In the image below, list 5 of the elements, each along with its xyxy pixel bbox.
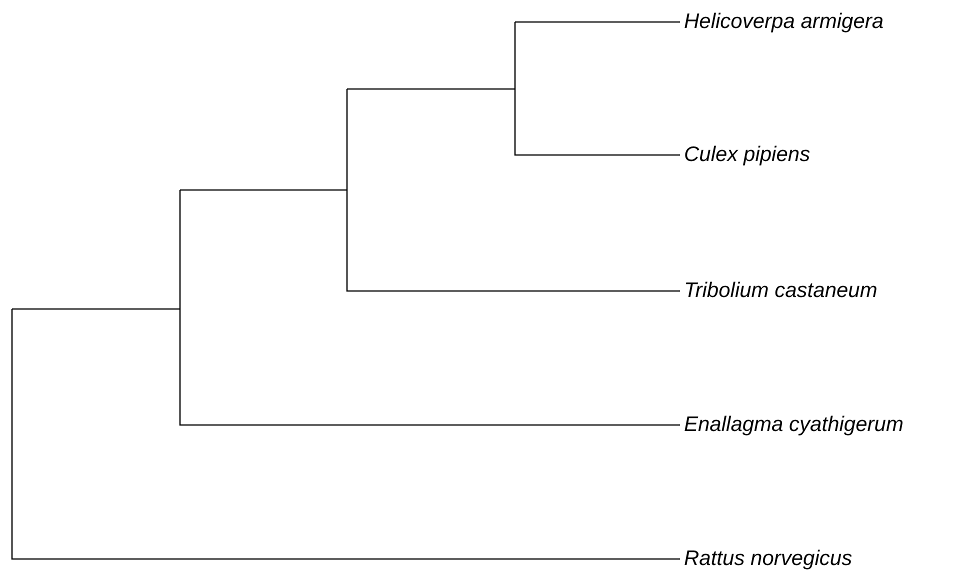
species-label: Helicoverpa armigera bbox=[684, 10, 884, 34]
species-label: Culex pipiens bbox=[684, 143, 810, 167]
species-label: Enallagma cyathigerum bbox=[684, 413, 904, 437]
species-label: Tribolium castaneum bbox=[684, 279, 878, 303]
species-label: Rattus norvegicus bbox=[684, 547, 852, 571]
